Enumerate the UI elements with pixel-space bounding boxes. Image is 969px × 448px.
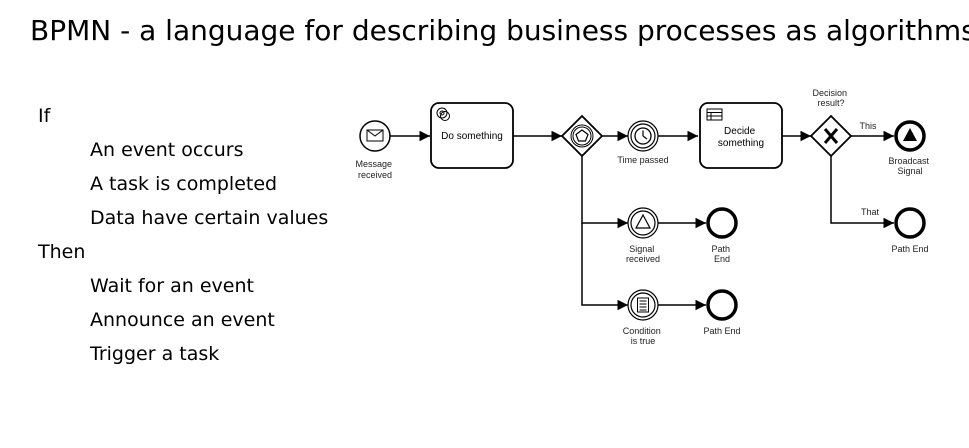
clock-icon	[634, 127, 652, 145]
flow-that-label: That	[861, 207, 880, 217]
task-decide-label: Decide something	[718, 126, 764, 149]
gear-icon	[436, 107, 450, 121]
signal-triangle-outline-icon	[634, 213, 652, 229]
flow-gateway-to-condition	[581, 223, 628, 311]
signal-event: Signal received	[626, 207, 660, 264]
if-label: If	[38, 105, 51, 127]
if-item-event: An event occurs	[90, 139, 244, 161]
signal-triangle-icon	[903, 128, 917, 141]
if-item-task: A task is completed	[90, 173, 278, 195]
x-icon	[823, 128, 839, 144]
gateway-question-label: Decision result?	[812, 88, 849, 108]
document-lines-icon	[637, 297, 649, 313]
end-broadcast-label: Broadcast Signal	[888, 156, 931, 176]
svg-text:Path End: Path End	[891, 244, 928, 254]
svg-text:Do something: Do something	[441, 131, 503, 142]
flow-that	[830, 156, 894, 229]
conditional-event-label: Condition is true	[623, 326, 664, 346]
timer-event: Time passed	[617, 120, 669, 165]
sequence-flows	[390, 130, 894, 311]
slide-title: BPMN - a language for describing busines…	[30, 14, 969, 47]
flow-gateway-to-signal	[581, 156, 628, 229]
then-item-trigger: Trigger a task	[90, 343, 220, 365]
if-item-data: Data have certain values	[90, 207, 329, 229]
start-event-label: Message received	[355, 159, 394, 180]
end-event-path-end-condition: Path End	[703, 289, 741, 336]
conditional-event: Condition is true	[623, 289, 664, 346]
end-event-path-end-signal: Path End	[706, 207, 738, 264]
event-based-gateway	[560, 114, 604, 158]
pentagon-icon	[575, 129, 589, 142]
svg-text:Time passed: Time passed	[617, 155, 668, 165]
table-icon	[706, 108, 723, 121]
end-path-signal-label: Path End	[711, 244, 732, 264]
task-do-something: Do something	[430, 102, 514, 169]
then-item-announce: Announce an event	[90, 309, 275, 331]
flow-this-label: This	[859, 121, 877, 131]
svg-text:Path End: Path End	[703, 326, 740, 336]
exclusive-gateway: Decision result?	[809, 88, 853, 158]
then-label: Then	[38, 241, 86, 263]
signal-event-label: Signal received	[626, 244, 660, 264]
end-event-broadcast-signal: Broadcast Signal	[888, 120, 931, 176]
then-item-wait: Wait for an event	[90, 275, 254, 297]
task-decide-something: Decide something	[699, 102, 783, 169]
end-event-path-end-upper: Path End	[891, 207, 929, 254]
envelope-icon	[366, 129, 384, 142]
start-event-message: Message received	[355, 120, 394, 180]
